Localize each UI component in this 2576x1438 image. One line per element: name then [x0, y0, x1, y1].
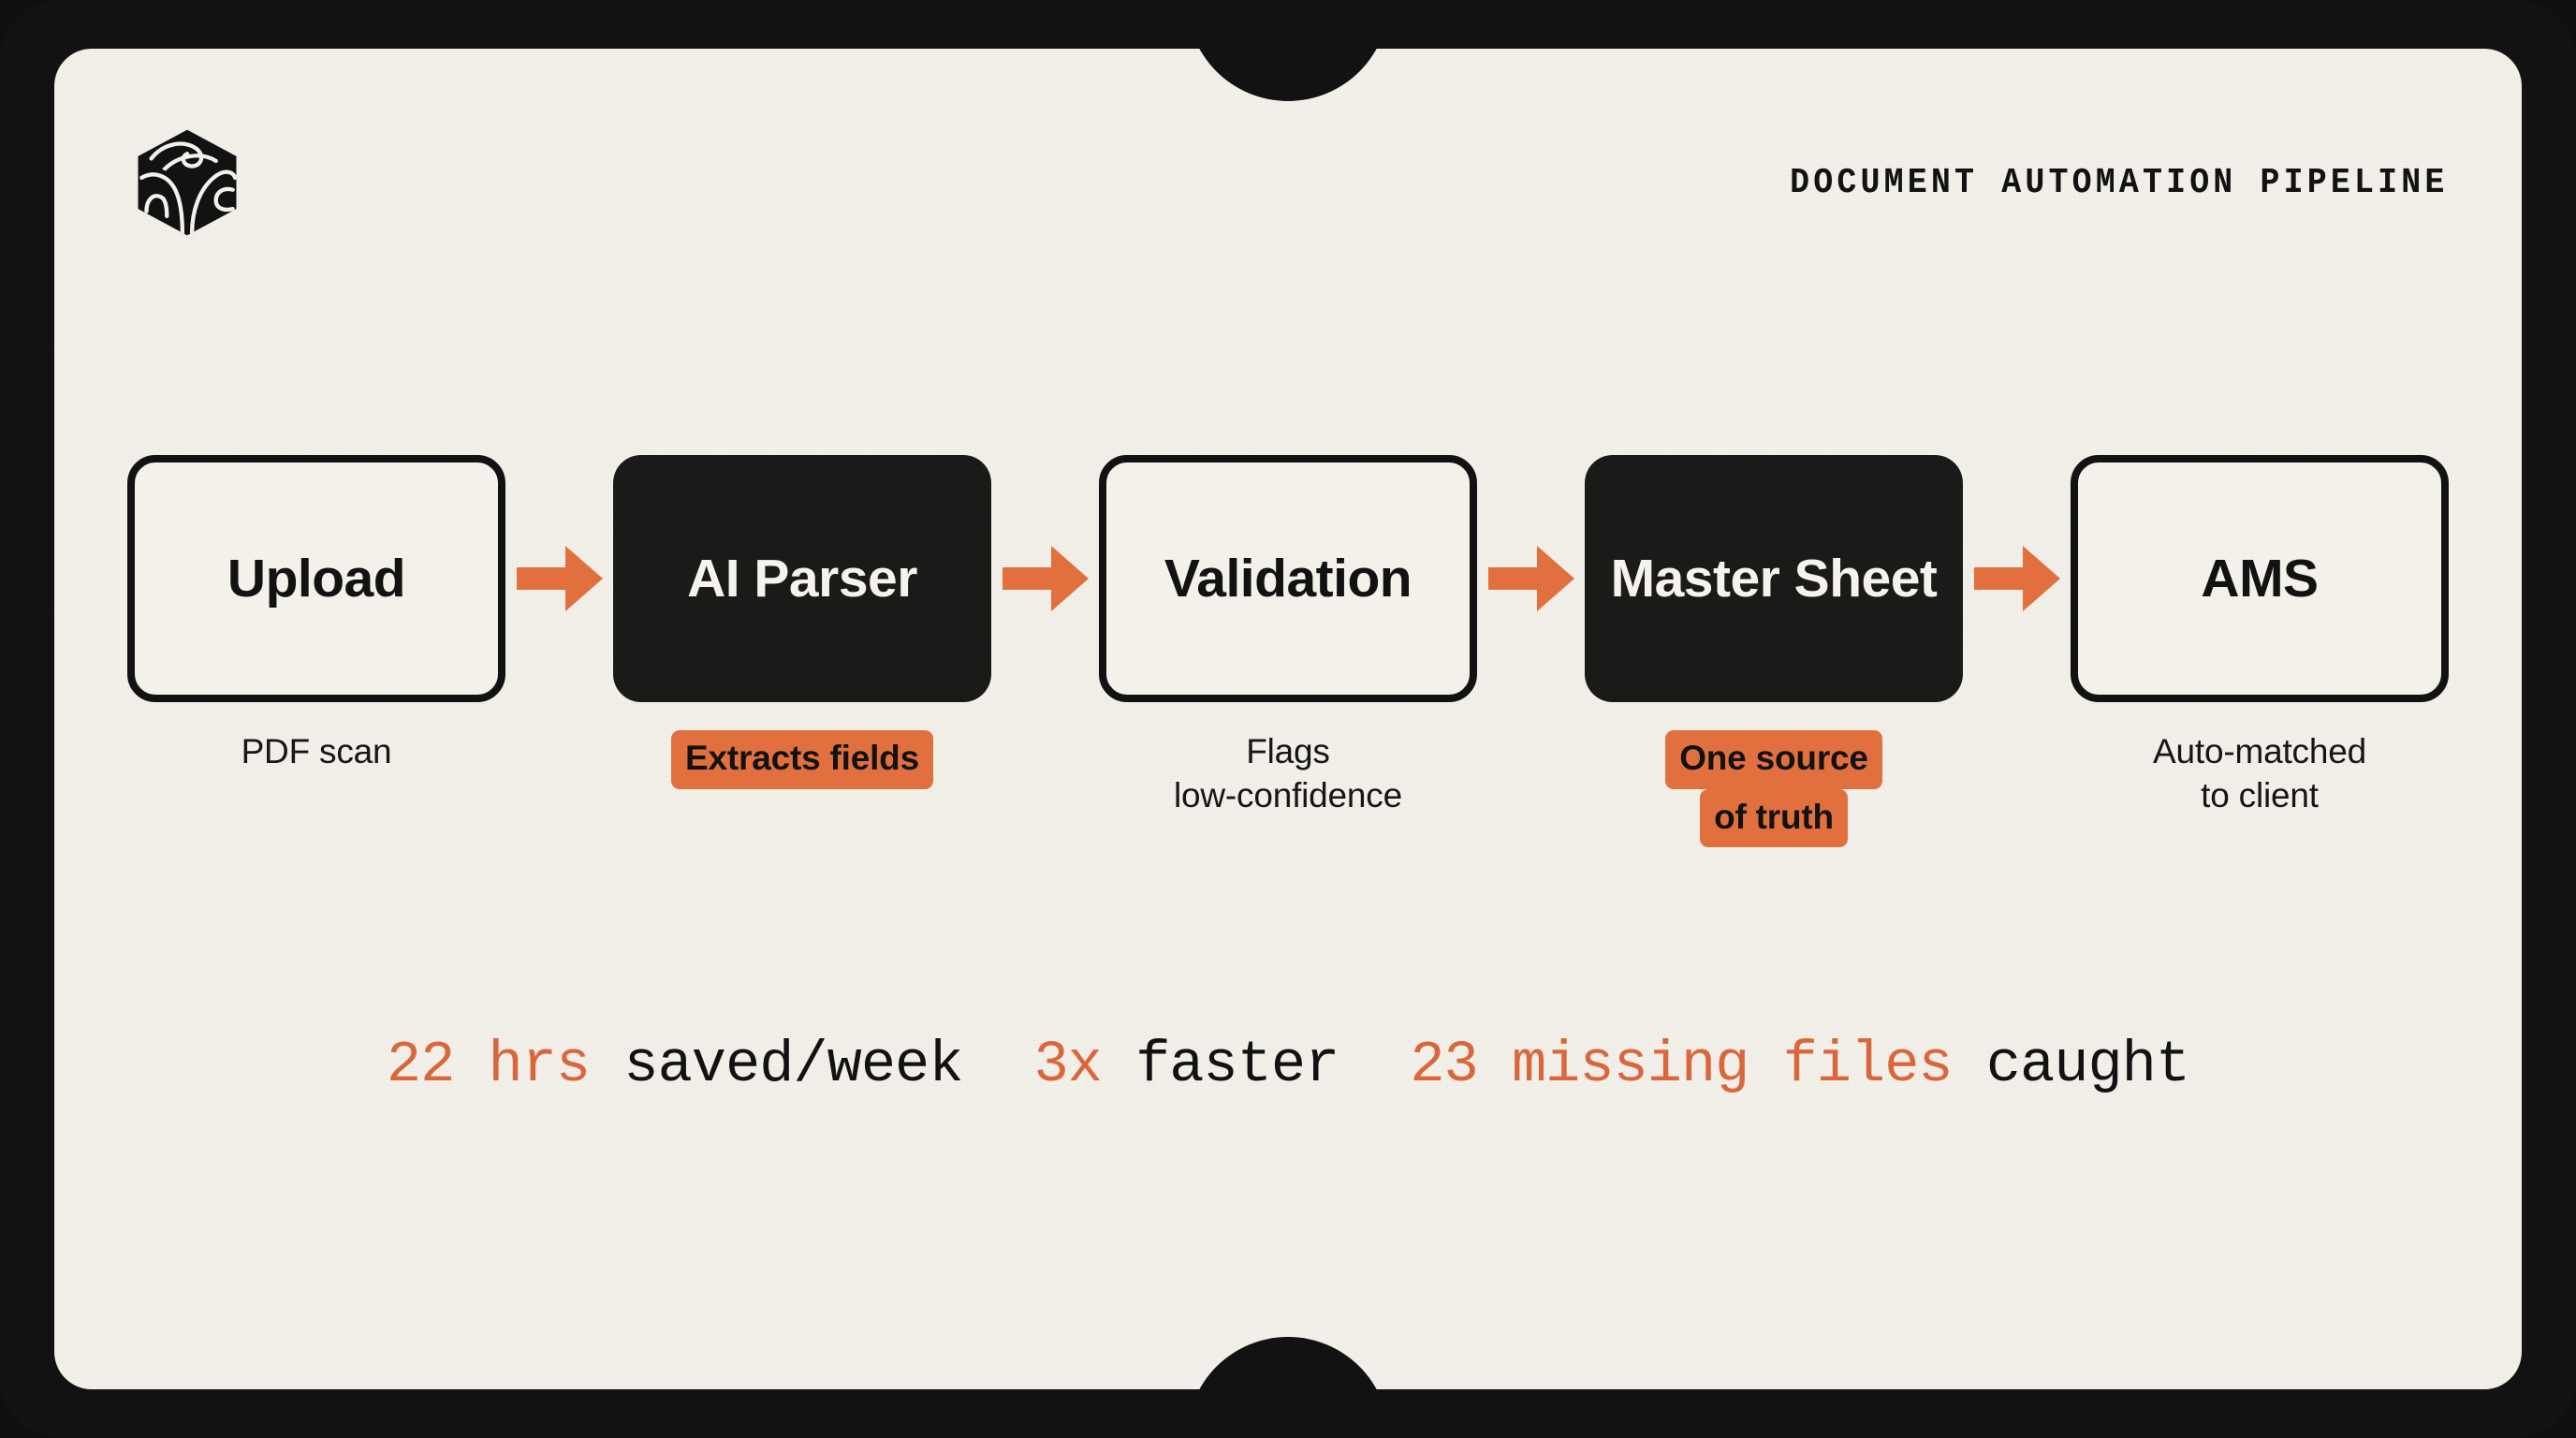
- stat-label: caught: [1985, 1032, 2190, 1098]
- caption-highlight-line: Extracts fields: [671, 730, 933, 789]
- step-node-ams[interactable]: AMS: [2071, 455, 2449, 702]
- pipeline-step-master-sheet[interactable]: Master Sheet One source of truth: [1585, 455, 1963, 848]
- arrow-right-icon: [1477, 455, 1585, 702]
- step-node-ai-parser[interactable]: AI Parser: [613, 455, 991, 702]
- caption-line: to client: [2201, 775, 2319, 814]
- stat-number: 23 missing files: [1410, 1032, 1953, 1098]
- step-caption-ai-parser: Extracts fields: [671, 730, 933, 789]
- stats-row: 22 hrs saved/week 3x faster 23 missing f…: [54, 1032, 2522, 1098]
- caption-line: low-confidence: [1173, 775, 1402, 814]
- stat-label: faster: [1135, 1032, 1339, 1098]
- step-caption-upload: PDF scan: [242, 730, 392, 774]
- pipeline-step-validation[interactable]: Validation Flags low-confidence: [1099, 455, 1477, 817]
- step-node-validation[interactable]: Validation: [1099, 455, 1477, 702]
- stat-number: 22 hrs: [386, 1032, 591, 1098]
- header: DOCUMENT AUTOMATION PIPELINE: [54, 129, 2522, 236]
- stat-hours-saved: 22 hrs saved/week: [386, 1032, 964, 1098]
- stat-number: 3x: [1033, 1032, 1102, 1098]
- pipeline-step-ams[interactable]: AMS Auto-matched to client: [2071, 455, 2449, 817]
- step-caption-validation: Flags low-confidence: [1174, 730, 1402, 817]
- caption-line: Flags: [1246, 732, 1330, 770]
- caption-highlight-line: of truth: [1700, 788, 1848, 848]
- arrow-right-icon: [1963, 455, 2071, 702]
- arrow-right-icon: [505, 455, 613, 702]
- page-title: DOCUMENT AUTOMATION PIPELINE: [1790, 162, 2449, 203]
- step-node-master-sheet[interactable]: Master Sheet: [1585, 455, 1963, 702]
- pipeline-flow: Upload PDF scan AI Parser Extracts field…: [127, 455, 2449, 848]
- stat-label: saved/week: [623, 1032, 963, 1098]
- arrow-right-icon: [991, 455, 1099, 702]
- pipeline-step-upload[interactable]: Upload PDF scan: [127, 455, 505, 774]
- caption-highlight-line: One source: [1665, 730, 1882, 789]
- caption-line: Auto-matched: [2153, 732, 2366, 770]
- stat-missing-files: 23 missing files caught: [1410, 1032, 2190, 1098]
- step-caption-ams: Auto-matched to client: [2153, 730, 2366, 817]
- isometric-cube-logo: [127, 123, 247, 242]
- caption-line: PDF scan: [241, 732, 392, 770]
- pipeline-step-ai-parser[interactable]: AI Parser Extracts fields: [613, 455, 991, 789]
- poster-card: DOCUMENT AUTOMATION PIPELINE Upload PDF …: [54, 49, 2522, 1389]
- step-node-upload[interactable]: Upload: [127, 455, 505, 702]
- step-caption-master-sheet: One source of truth: [1665, 730, 1882, 848]
- stat-speed: 3x faster: [1033, 1032, 1339, 1098]
